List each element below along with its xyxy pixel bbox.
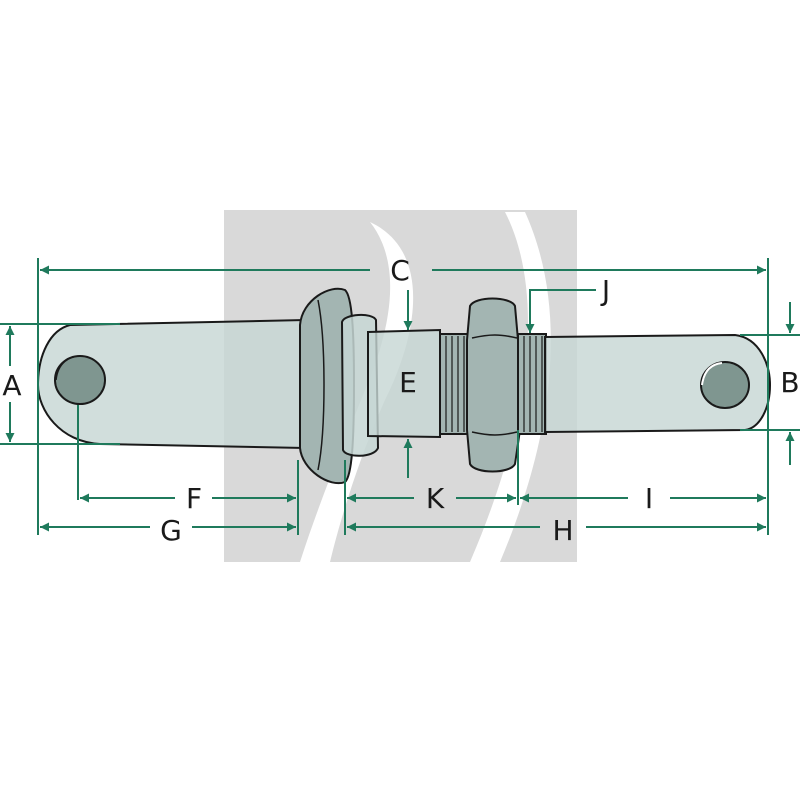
pin-right-end (544, 333, 772, 434)
thread-left (439, 333, 471, 435)
label-k: K (426, 482, 445, 515)
label-h: H (552, 514, 573, 547)
label-j: J (600, 274, 610, 307)
dimension-labels: C A B E J F G K I H (2, 254, 799, 547)
thread-right (517, 333, 547, 435)
label-b: B (780, 366, 799, 399)
label-a: A (2, 369, 21, 402)
pin-shank (367, 328, 441, 439)
label-g: G (160, 514, 182, 547)
label-e: E (399, 366, 417, 399)
label-c: C (390, 254, 410, 287)
hex-nut (466, 297, 522, 473)
label-f: F (186, 482, 202, 515)
pin-hole-right (700, 361, 750, 409)
label-i: I (645, 482, 653, 515)
dimension-lines (0, 258, 800, 535)
pin-left-end (36, 318, 306, 450)
